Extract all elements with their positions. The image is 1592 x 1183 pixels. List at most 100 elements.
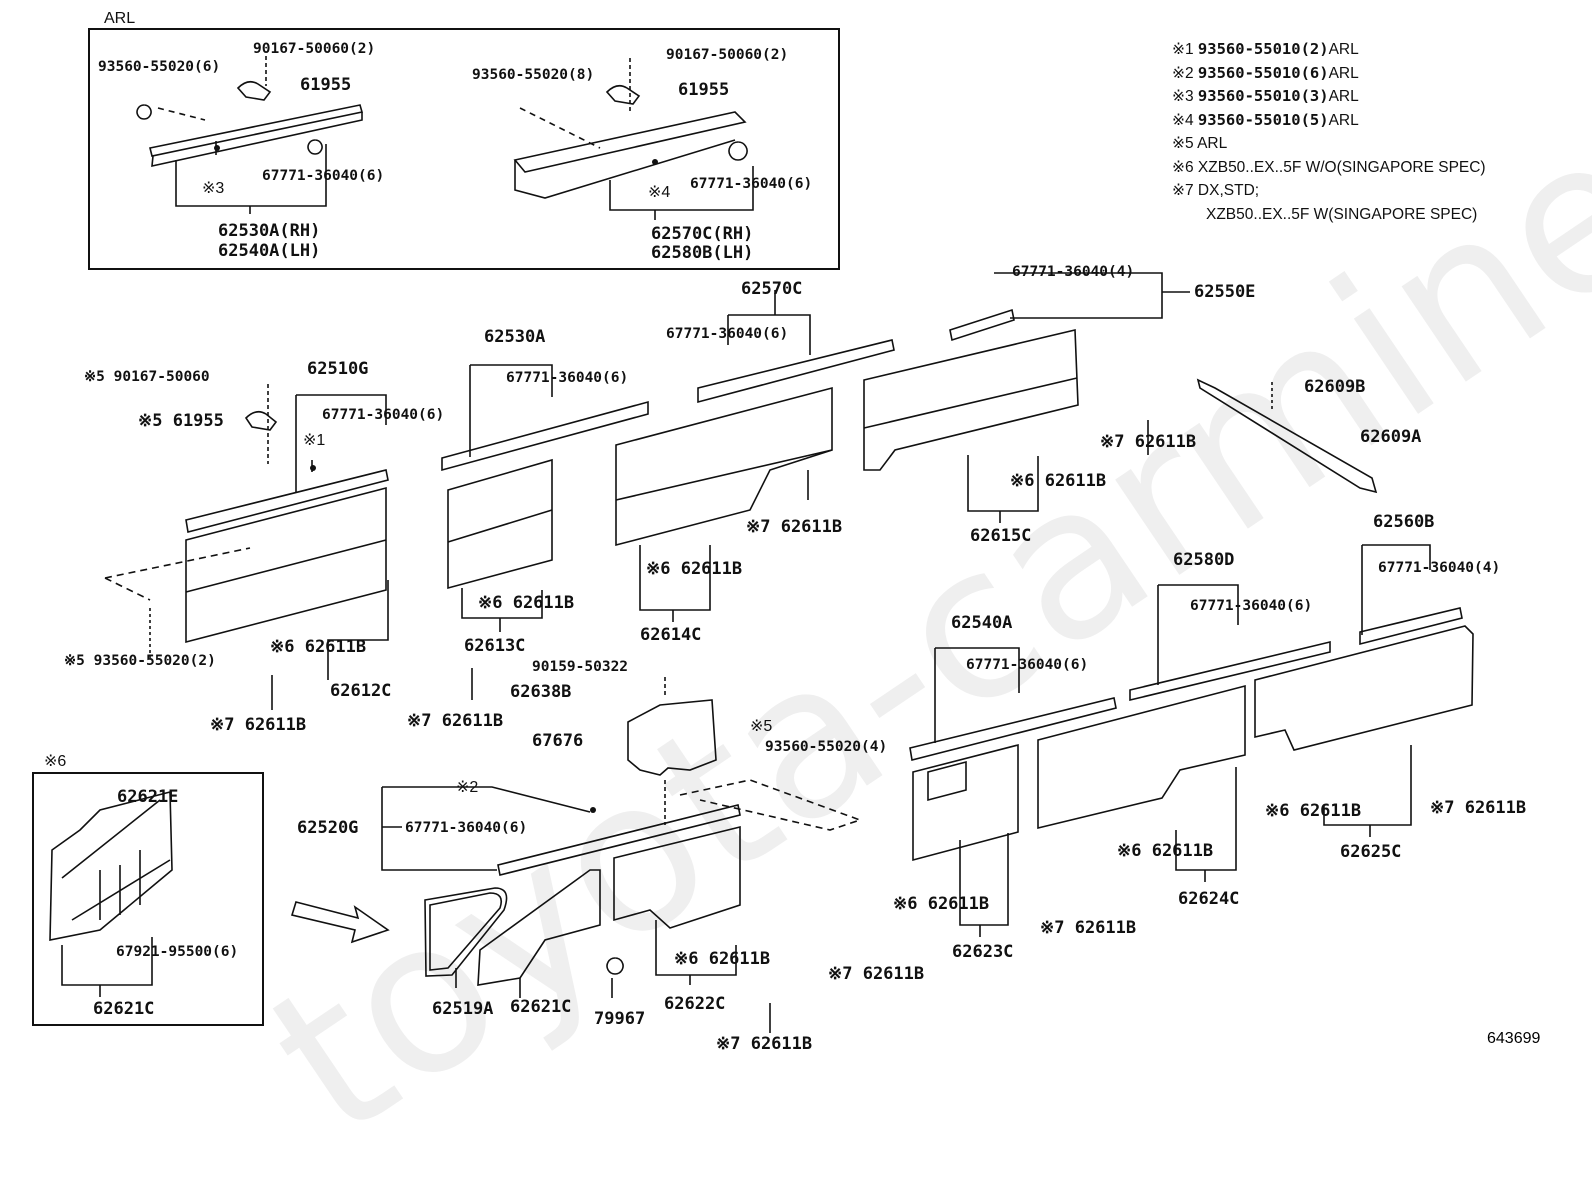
diagram-drawing <box>49 56 1474 1033</box>
window-62623C <box>927 760 967 802</box>
panel-62622C <box>613 825 741 929</box>
legend-row: ※6 XZB50..EX..5F W/O(SINGAPORE SPEC) <box>1172 158 1486 176</box>
callout-62613C: 62613C <box>464 636 526 656</box>
label-inset-left-bracket: 61955 <box>300 75 352 95</box>
screw-icon <box>214 145 220 151</box>
parts-diagram: toyota-carmine.ru <box>32 0 1592 1183</box>
callout-62621C: 62621C <box>510 997 572 1017</box>
callout-62622C: 62622C <box>664 994 726 1014</box>
callout-62611B-d: ※7 62611B <box>1100 432 1197 452</box>
panel-62625C <box>1254 625 1474 751</box>
callout-62611B-e: ※7 62611B <box>716 1034 813 1054</box>
callout-62625C: 62625C <box>1340 842 1402 862</box>
label-inset-right-bolt: 90167-50060(2) <box>666 47 789 63</box>
callout-62510G: 62510G <box>307 359 369 379</box>
label-inset-left-bolt: 90167-50060(2) <box>253 41 376 57</box>
callout-62611B-g: ※7 62611B <box>1040 918 1137 938</box>
callout-note2: ※2 <box>456 779 479 796</box>
panel-62612C <box>185 486 387 644</box>
trim-62520G <box>497 804 741 876</box>
callout-62623C-clip: ※6 62611B <box>893 894 990 914</box>
callout-62570C: 62570C <box>741 279 803 299</box>
strip-62609A <box>1196 378 1378 494</box>
callout-62530A: 62530A <box>484 327 546 347</box>
bracket-67676 <box>627 699 717 776</box>
trim-62550E <box>949 308 1015 342</box>
callout-62638B: 62638B <box>510 682 572 702</box>
legend-row: ※7 DX,STD; <box>1172 182 1260 199</box>
direction-arrow <box>290 901 390 944</box>
callout-62560B-retainer: 67771-36040(4) <box>1378 560 1501 576</box>
callout-62609A: 62609A <box>1360 427 1422 447</box>
label-inset-left-lh: 62540A(LH) <box>218 241 321 261</box>
label-inset-left-retainer: 67771-36040(6) <box>262 168 385 184</box>
callout-62611B-c: ※7 62611B <box>746 517 843 537</box>
callout-62611B-f: ※7 62611B <box>828 964 925 984</box>
screw-icon <box>652 159 658 165</box>
callout-61955: ※5 61955 <box>138 411 224 431</box>
inset-arl-box <box>88 28 840 270</box>
callout-62550E: 62550E <box>1194 282 1256 302</box>
inset-sg-title: ※6 <box>44 753 67 770</box>
panel-62613C <box>447 458 553 590</box>
legend-row: ※2 93560-55010(6)ARL <box>1172 63 1359 82</box>
callout-62520G-retainer: 67771-36040(6) <box>405 820 528 836</box>
callout-67676: 67676 <box>532 731 584 751</box>
callout-62614C-clip: ※6 62611B <box>646 559 743 579</box>
panel-62621C <box>477 869 601 986</box>
callout-62560B: 62560B <box>1373 512 1435 532</box>
figure-number: 643699 <box>1487 1030 1541 1047</box>
callout-62623C: 62623C <box>952 942 1014 962</box>
label-inset-right-lh: 62580B(LH) <box>651 243 754 263</box>
callout-62615C: 62615C <box>970 526 1032 546</box>
callout-62530A-retainer: 67771-36040(6) <box>506 370 629 386</box>
trim-62540A <box>909 697 1117 761</box>
legend-row: ※3 93560-55010(3)ARL <box>1172 87 1359 105</box>
callout-62580D-retainer: 67771-36040(6) <box>1190 598 1313 614</box>
legend-row: XZB50..EX..5F W(SINGAPORE SPEC) <box>1206 205 1478 223</box>
callout-62624C-clip: ※6 62611B <box>1117 841 1214 861</box>
callout-note5: ※5 <box>750 718 773 735</box>
callout-93560-2: ※5 93560-55020(2) <box>64 653 216 669</box>
callout-62510G-retainer: 67771-36040(6) <box>322 407 445 423</box>
label-inset-left-rh: 62530A(RH) <box>218 221 321 241</box>
inset-sg-screw: 62621E <box>117 787 179 807</box>
trim-62530A <box>441 400 649 472</box>
inset-arl-title: ARL <box>104 10 136 27</box>
callout-62614C: 62614C <box>640 625 702 645</box>
callout-62624C: 62624C <box>1178 889 1240 909</box>
screw-icon <box>310 465 316 471</box>
inset-sg-part: 62621C <box>93 999 155 1019</box>
callout-62570C-retainer: 67771-36040(6) <box>666 326 789 342</box>
callout-62519A: 62519A <box>432 999 494 1019</box>
callout-62612C: 62612C <box>330 681 392 701</box>
callout-62622C-clip: ※6 62611B <box>674 949 771 969</box>
label-inset-left-clip: 93560-55020(6) <box>98 59 221 75</box>
label-inset-right-clip: 93560-55020(8) <box>472 67 595 83</box>
callout-90167: ※5 90167-50060 <box>84 369 210 385</box>
trim-62570C <box>697 339 895 404</box>
label-inset-right-note: ※4 <box>648 184 671 201</box>
legend: ※1 93560-55010(2)ARL ※2 93560-55010(6)AR… <box>1172 38 1486 226</box>
callout-90159: 90159-50322 <box>532 659 629 675</box>
label-inset-right-rh: 62570C(RH) <box>651 224 754 244</box>
screw-icon <box>590 807 596 813</box>
trim-62510G <box>185 469 389 533</box>
legend-row: ※1 93560-55010(2)ARL <box>1172 40 1359 58</box>
callout-62625C-clip: ※6 62611B <box>1265 801 1362 821</box>
panel-62623C <box>912 743 1019 862</box>
panel-62614C <box>615 386 833 547</box>
legend-row: ※4 93560-55010(5)ARL <box>1172 110 1359 129</box>
callout-62550E-retainer: 67771-36040(4) <box>1012 264 1135 280</box>
callout-62612C-clip: ※6 62611B <box>270 637 367 657</box>
trim-62580D <box>1129 640 1331 702</box>
callout-62611B-a: ※7 62611B <box>210 715 307 735</box>
callout-note1: ※1 <box>303 432 326 449</box>
callout-93560-4: 93560-55020(4) <box>765 739 888 755</box>
callout-62580D: 62580D <box>1173 550 1235 570</box>
glass-62519A <box>429 892 503 971</box>
panel-62615C <box>863 328 1079 471</box>
callout-79967: 79967 <box>594 1009 646 1029</box>
inset-sg-clip: 67921-95500(6) <box>116 944 239 960</box>
callout-62520G: 62520G <box>297 818 359 838</box>
